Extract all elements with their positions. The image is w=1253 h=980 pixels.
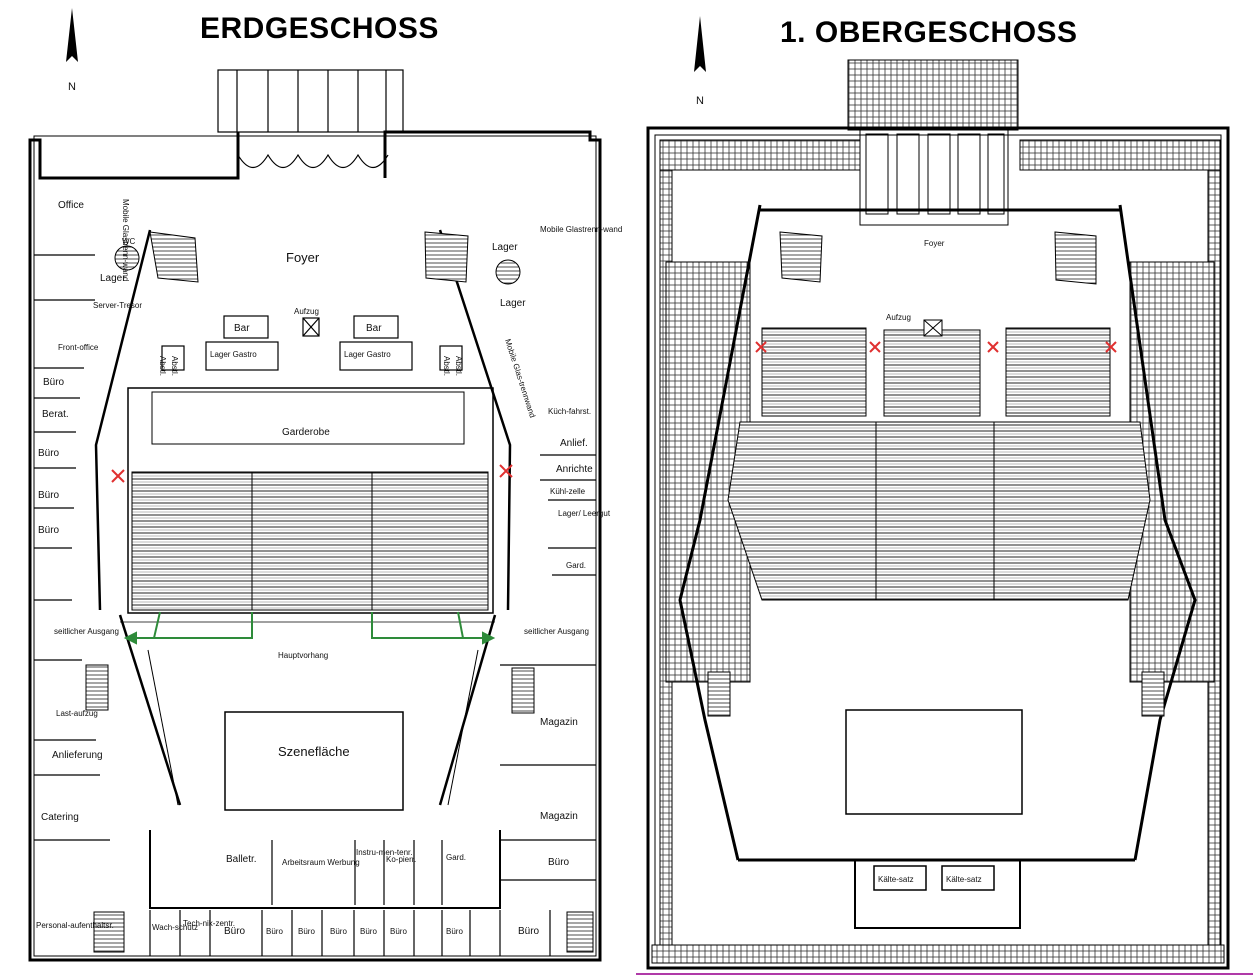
room-frontoffice: Front-office [58,343,99,352]
exit-markers-upper [755,341,1117,353]
room-bottom-office: Büro [266,927,283,936]
exit-markers-ground [111,464,513,483]
room-anlief: Anlief. [560,438,588,449]
upper-canopy [847,59,1019,226]
room-berat: Berat. [42,409,69,420]
room-hauptvorhang: Hauptvorhang [278,651,328,660]
room-catering: Catering [41,812,79,823]
room-kuechenfahrst: Küch-fahrst. [548,407,591,416]
room-balletr: Balletr. [226,854,257,865]
room-buero-2: Büro [38,448,60,459]
room-server: Server-Tresor [93,301,142,310]
room-magazin-2: Magazin [540,811,578,822]
room-buero-right: Büro [548,857,570,868]
room-bottom-office: Büro [298,927,315,936]
room-bottom-office: Büro [330,927,347,936]
room-foyer: Foyer [286,250,320,265]
north-arrow-upper: N [694,16,706,107]
room-kuehlzelle: Kühl-zelle [550,487,586,496]
north-label-ground: N [68,81,76,93]
room-kopierr: Ko-pierr. [386,855,416,864]
room-seitl-ausgang-right: seitlicher Ausgang [524,627,589,636]
room-buero-3: Büro [38,490,60,501]
room-lager-right-top: Lager [492,242,518,253]
room-mobile-wall-diag: Mobile Glas-trennwand [503,338,537,419]
room-mobile-wall-left: Mobile Glastrenn-wand [121,199,130,281]
room-bottom-office: Büro [224,926,246,937]
auditorium-walls-ground [94,229,512,909]
room-lager-right: Lager [500,298,526,309]
upper-outer-walls [646,126,1230,970]
room-bar-right: Bar [366,323,382,334]
side-rooms-ground [34,254,596,956]
room-anrichte: Anrichte [556,464,593,475]
room-abstell-1: Abstl. [158,356,167,376]
north-arrow-ground: N [66,8,78,93]
stage-ground [120,621,495,811]
room-office: Office [58,200,84,211]
room-lager-left: Lager [100,273,126,284]
room-lager-gastro-left: Lager Gastro [210,350,257,359]
room-lastaufzug: Last-aufzug [56,709,98,718]
ground-seating [131,391,489,611]
room-magazin-1: Magazin [540,717,578,728]
room-buero-1: Büro [43,377,65,388]
room-anlieferung: Anlieferung [52,750,103,761]
north-label-upper: N [696,95,704,107]
room-garderobe: Garderobe [282,427,330,438]
ground-stairs [85,231,594,953]
room-lager-gastro-right: Lager Gastro [344,350,391,359]
room-bottom-office: Büro [390,927,407,936]
upper-auditorium-walls [678,204,1197,929]
room-technikzentr: Tech-nik-zentr. [183,919,235,928]
upper-room-aufzug: Aufzug [886,313,911,322]
room-szeneflaeche: Szenefläche [278,744,350,759]
upper-seating [727,319,1151,601]
room-personal: Personal-aufenthaltsr. [36,921,114,930]
room-wc: WC [122,237,136,246]
room-arbeitsraum: Arbeitsraum Werbung [282,858,360,867]
room-abstell-4: Abstl. [454,356,463,376]
ground-floor-title: ERDGESCHOSS [200,12,439,45]
upper-room-labels: Foyer Aufzug Kälte-satz Kälte-satz [878,239,982,884]
room-aufzug: Aufzug [294,307,319,316]
room-mobile-wall-right: Mobile Glastrenn-wand [540,225,622,234]
outer-walls-ground [28,130,602,962]
room-instrumentenr: Instru-men-tenr. [356,848,412,857]
room-bottom-office: Büro [446,927,463,936]
room-bottom-office: Büro [360,927,377,936]
upper-floor-title: 1. OBERGESCHOSS [780,16,1078,49]
room-gard-right: Gard. [566,561,586,570]
ground-bars [161,315,463,371]
upper-stage [845,709,1023,891]
entrance-canopy-ground [217,69,404,169]
upper-room-foyer: Foyer [924,239,945,248]
upper-room-kaeltesatz-1: Kälte-satz [878,875,914,884]
upper-room-kaeltesatz-2: Kälte-satz [946,875,982,884]
room-lager-leergut: Lager/ Leergut [558,509,611,518]
room-bottom-office: Büro [518,926,540,937]
exit-arrows [123,611,496,645]
room-bar-left: Bar [234,323,250,334]
room-abstell-3: Abstl. [442,356,451,376]
room-wachschutz: Wach-schutz [152,923,198,932]
room-buero-4: Büro [38,525,60,536]
upper-stairs [707,231,1165,717]
room-abstell-2: Abstl. [170,356,179,376]
room-seitl-ausgang-left: seitlicher Ausgang [54,627,119,636]
room-gard-bottom: Gard. [446,853,466,862]
